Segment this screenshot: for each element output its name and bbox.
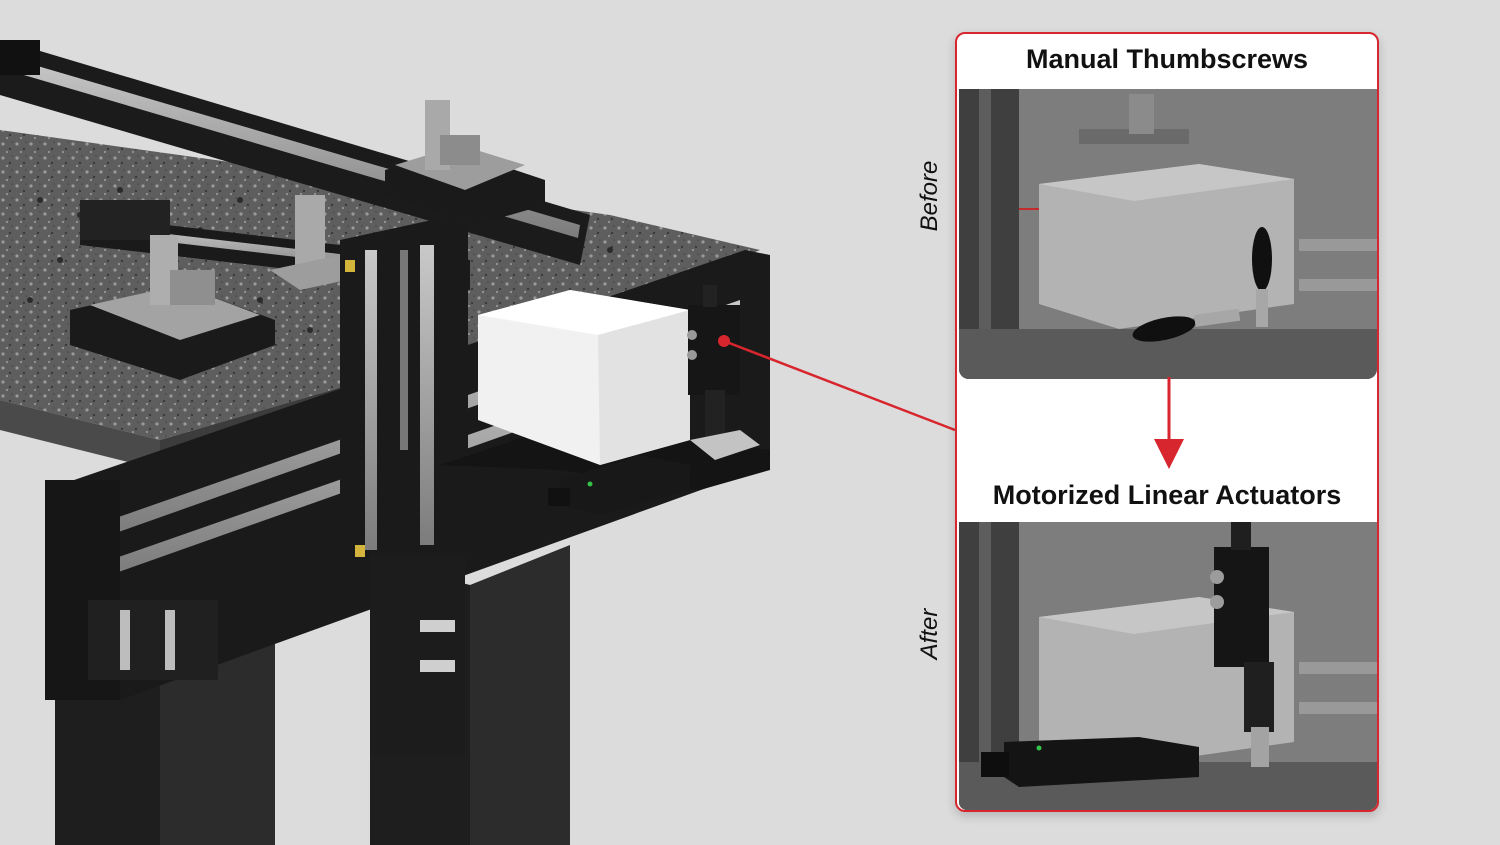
horizontal-actuator [548,455,690,515]
callout-dot-icon [718,335,730,347]
vertical-actuator [687,285,760,460]
comparison-callout: Manual Thumbscrews Motorized Linear Actu… [955,32,1379,812]
motorized-heading: Motorized Linear Actuators [992,480,1342,510]
fixture-plate [440,290,770,490]
before-photo [959,89,1377,379]
arrow-down-icon [1154,377,1184,469]
after-label: After [916,608,943,660]
after-photo [959,522,1377,810]
rear-carriage [385,100,545,225]
callout-leader-line [723,339,956,432]
front-carriage [70,235,275,380]
manual-heading: Manual Thumbscrews [1025,44,1309,74]
z-axis-column [340,215,468,755]
before-label: Before [916,160,943,232]
